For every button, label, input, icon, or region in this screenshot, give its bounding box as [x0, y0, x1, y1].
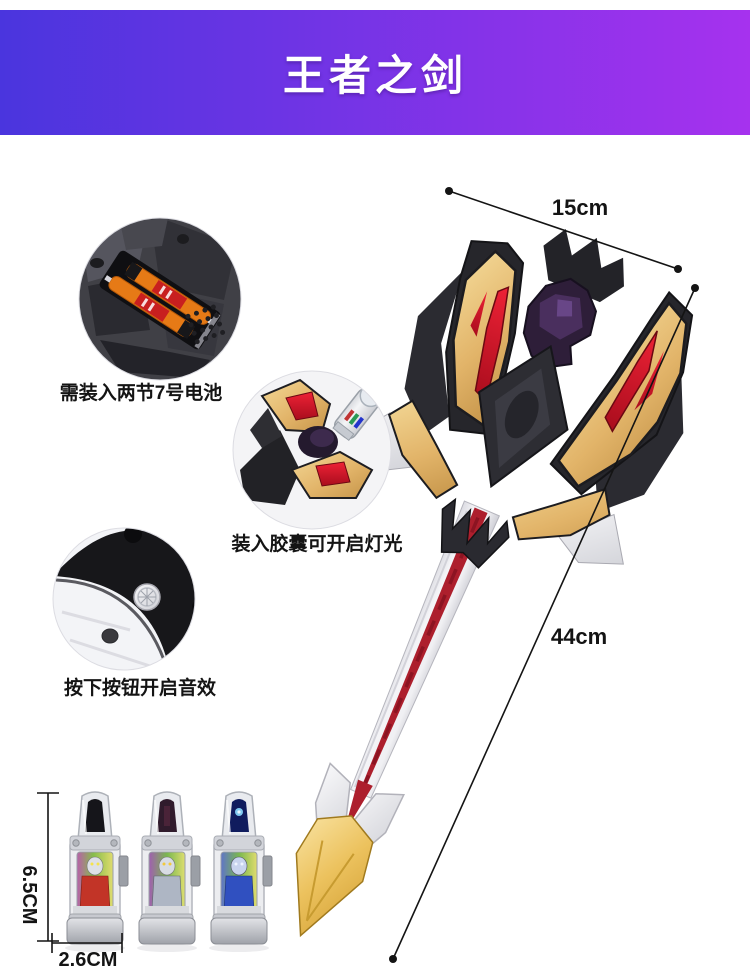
red-gem-left-small [470, 291, 488, 337]
sound-callout-label: 按下按钮开启音效 [63, 678, 216, 699]
dimension-line-capsule-height [37, 792, 59, 942]
sound-button [133, 583, 161, 611]
red-gem [285, 391, 319, 421]
character-body [79, 875, 111, 911]
shell-facet [150, 218, 236, 300]
banner: 王者之剑 [0, 10, 750, 135]
black-spikes [250, 408, 282, 448]
dimension-label-capsule-height: 6.5CM [18, 865, 40, 925]
center-plate-core [504, 390, 539, 439]
dimension-line-capsule-diameter [51, 933, 123, 953]
blade-shade [354, 510, 468, 788]
dimension-label-capsule-diameter: 2.6CM [58, 949, 118, 971]
red-gem-right [604, 330, 658, 433]
capsule-toys-photo [65, 791, 273, 952]
character-head [158, 856, 176, 876]
purple-gem-highlight [556, 299, 573, 317]
battery-compartment-photo [79, 218, 241, 380]
red-gem-left [474, 286, 510, 404]
character-head [230, 856, 248, 876]
shell-facet [100, 340, 210, 378]
purple-socket-inner [310, 429, 334, 447]
dimension-label-head-width: 15cm [551, 195, 609, 220]
contact-bar [194, 312, 221, 349]
side-clip [262, 855, 273, 887]
screw-hole [177, 234, 189, 244]
capsule-callout-label: 装入胶囊可开启灯光 [231, 534, 403, 555]
character-head [86, 856, 104, 876]
black-spikes [240, 430, 300, 505]
side-clip [190, 855, 201, 887]
capsule-toy [209, 791, 273, 952]
character-body [151, 875, 183, 911]
tip-gold-arrowhead [295, 815, 374, 938]
shell-facet [120, 218, 168, 250]
battery-photo-rim [78, 217, 242, 381]
dimension-label-total-length: 44cm [550, 624, 608, 649]
dimension-line-head-width [445, 187, 682, 273]
dimension-line-total-length [389, 284, 699, 963]
capsule-photo-rim [232, 370, 392, 530]
sword-guard [345, 229, 694, 565]
speaker-holes [185, 304, 226, 345]
sword-tip [295, 762, 406, 938]
sword-photo [295, 229, 694, 938]
tip-gold-facets [305, 840, 355, 922]
side-clip [118, 855, 129, 887]
red-gem [315, 461, 351, 487]
capsule-toy [137, 791, 201, 952]
aaa-battery [104, 275, 196, 340]
gold-collar-left [387, 399, 459, 500]
handle-hole [101, 628, 119, 644]
capsule-slot-photo [233, 371, 391, 529]
blade-stripe-pattern [362, 516, 480, 788]
battery-callout-label: 需装入两节7号电池 [59, 383, 223, 404]
red-gem-right-small [634, 351, 664, 411]
handle-edge [55, 578, 170, 670]
sword-blade [349, 500, 501, 799]
capsule-toy [65, 791, 129, 952]
screw-hole [90, 258, 104, 268]
page-title: 王者之剑 [282, 52, 467, 99]
character-body [223, 875, 255, 911]
black-spike-left [404, 270, 464, 435]
dome-window [85, 799, 105, 832]
gold-collar-right [511, 487, 611, 541]
sound-button-photo [53, 528, 195, 670]
sound-photo-rim [52, 527, 196, 671]
blade-claw [440, 497, 510, 569]
black-shell [53, 530, 195, 670]
handle-seam [61, 610, 151, 668]
